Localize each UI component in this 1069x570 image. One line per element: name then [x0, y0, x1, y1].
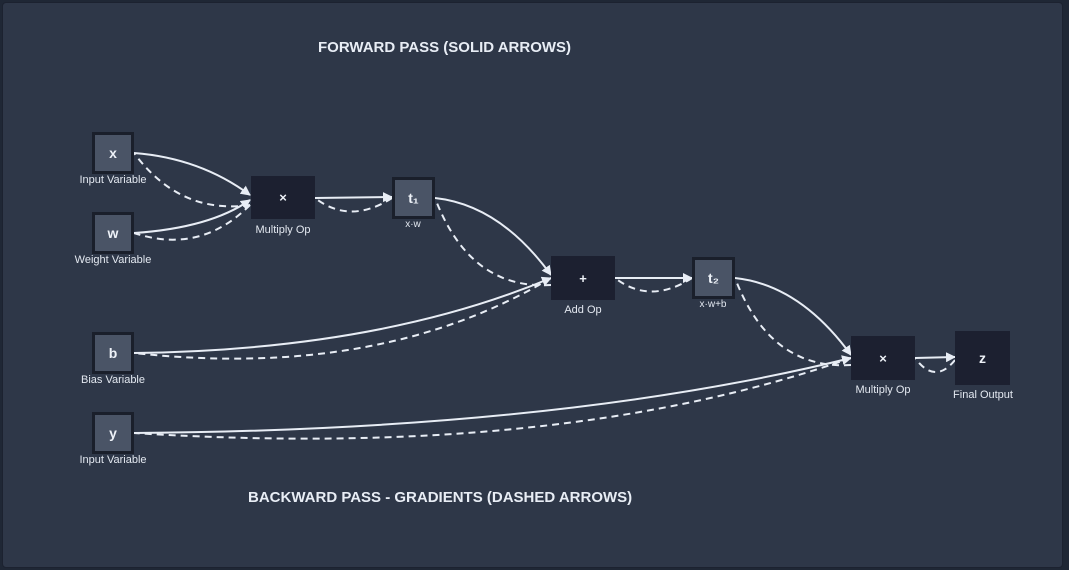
- node-x-label: Input Variable: [79, 174, 147, 186]
- node-w-text: w: [107, 225, 119, 241]
- edge-b-to-add-forward: [133, 276, 552, 354]
- node-add-op: +: [551, 256, 615, 300]
- multiply-icon: ×: [879, 350, 887, 366]
- edge-z-to-mul2-gradient: [914, 357, 956, 373]
- edge-mul2-to-z-forward: [914, 352, 956, 363]
- node-y-label: Input Variable: [79, 454, 147, 466]
- node-t2: t₂: [692, 257, 735, 299]
- node-t2-text: t₂: [708, 270, 719, 286]
- node-t2-label: x·w+b: [699, 299, 727, 310]
- edge-add-to-t1-gradient: [434, 197, 552, 287]
- node-w: w: [92, 212, 134, 254]
- node-b: b: [92, 332, 134, 374]
- edge-t1-to-add-forward: [434, 197, 552, 276]
- plus-icon: +: [579, 270, 587, 286]
- node-z-label: Final Output: [953, 389, 1013, 401]
- backward-pass-title: BACKWARD PASS - GRADIENTS (DASHED ARROWS…: [248, 489, 633, 506]
- node-t1: t₁: [392, 177, 435, 219]
- node-b-label: Bias Variable: [81, 374, 145, 386]
- edge-add-to-b-gradient: [133, 277, 552, 360]
- edge-t2-to-mul2-forward: [734, 277, 852, 356]
- edge-mul2-to-y-gradient: [133, 357, 852, 440]
- multiply-icon: ×: [279, 190, 287, 205]
- node-multiply-op-2: ×: [851, 336, 915, 380]
- edge-mul1-to-t1-forward: [314, 192, 393, 203]
- node-multiply-op-1-label: Multiply Op: [255, 224, 311, 236]
- forward-pass-title: FORWARD PASS (SOLID ARROWS): [318, 39, 572, 56]
- node-y-text: y: [109, 425, 117, 441]
- node-x: x: [92, 132, 134, 174]
- node-z: z: [955, 331, 1010, 385]
- node-z-text: z: [979, 350, 986, 366]
- node-b-text: b: [108, 345, 118, 361]
- edge-x-to-mul1-forward: [133, 152, 251, 196]
- node-y: y: [92, 412, 134, 454]
- edge-y-to-mul2-forward: [133, 355, 852, 434]
- node-x-text: x: [109, 145, 117, 161]
- edge-mul2-to-t2-gradient: [734, 277, 852, 367]
- node-add-op-label: Add Op: [564, 304, 602, 316]
- edge-mul1-to-w-gradient: [133, 204, 251, 241]
- node-multiply-op-1: ×: [251, 176, 315, 219]
- node-w-label: Weight Variable: [74, 254, 152, 266]
- edge-t2-to-add-gradient: [614, 277, 693, 293]
- edge-t1-to-mul1-gradient: [314, 197, 393, 213]
- node-multiply-op-2-label: Multiply Op: [855, 384, 911, 396]
- edge-mul1-to-x-gradient: [133, 152, 251, 208]
- edge-w-to-mul1-forward: [133, 199, 251, 234]
- node-t1-label: x·w: [405, 219, 421, 230]
- node-t1-text: t₁: [408, 190, 419, 206]
